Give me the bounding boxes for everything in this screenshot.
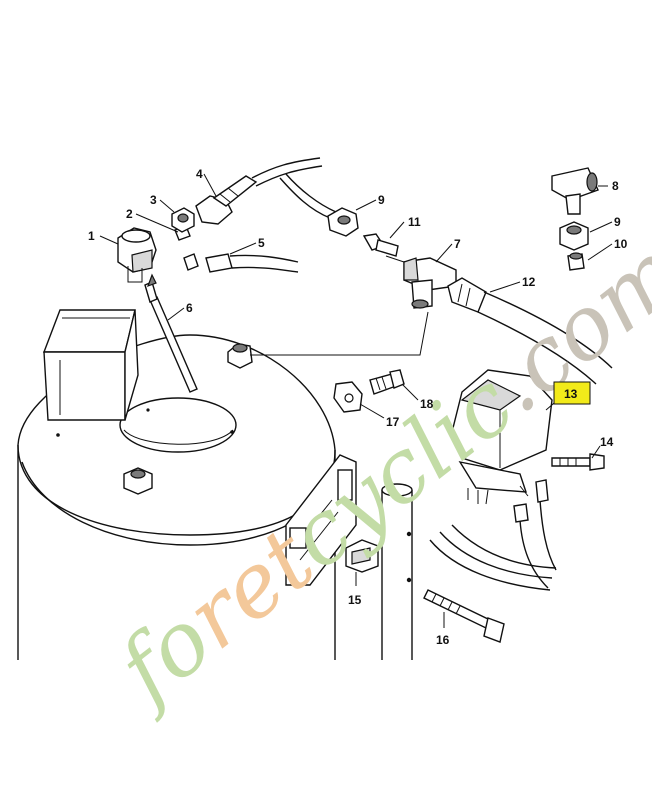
part-13-ignition-unit [429, 369, 557, 591]
tank-nipple-top [227, 343, 253, 369]
callout-label-9: 9 [378, 193, 385, 207]
svg-text:foretcyclic.com: foretcyclic.com [95, 220, 652, 725]
callout-label-9-right: 9 [614, 215, 621, 229]
callout-label-2: 2 [126, 207, 133, 221]
callout-label-18: 18 [420, 397, 434, 411]
part-5-fitting [183, 253, 299, 273]
watermark: foretcyclic.com [95, 220, 652, 725]
callout-label-6: 6 [186, 301, 193, 315]
part-7-tee [403, 257, 457, 309]
part-18-screw [369, 369, 405, 395]
part-9-nut-right [559, 221, 589, 251]
part-15-clip [345, 539, 379, 573]
callout-label-15: 15 [348, 593, 362, 607]
part-4-union [195, 175, 258, 225]
callout-label-8: 8 [612, 179, 619, 193]
callout-label-10: 10 [614, 237, 628, 251]
callout-label-7: 7 [454, 237, 461, 251]
part-16-bolt [423, 589, 505, 643]
callout-label-5: 5 [258, 236, 265, 250]
tank-nut-bottom [123, 467, 153, 495]
callout-label-1: 1 [88, 229, 95, 243]
callout-label-16: 16 [436, 633, 450, 647]
side-bracket [285, 454, 357, 586]
part-9-nut-chain [327, 207, 359, 237]
part-8-tee [551, 167, 599, 215]
routing-lines [250, 255, 429, 356]
pipe-top-left [251, 157, 323, 187]
callout-label-11: 11 [408, 215, 421, 229]
callout-label-3: 3 [150, 193, 157, 207]
callout-13-highlight [553, 381, 591, 405]
callout-labels: 1 2 3 4 5 6 7 8 9 9 10 11 12 13 14 15 16… [88, 167, 628, 647]
callout-label-13: 13 [564, 387, 578, 401]
callout-label-4: 4 [196, 167, 203, 181]
part-1-valve-head [117, 227, 157, 283]
pipe-left-curve [279, 173, 337, 219]
callout-label-14: 14 [600, 435, 614, 449]
part-14-screw [551, 453, 605, 471]
part-12-hose [447, 277, 613, 385]
top-housing [42, 309, 139, 421]
part-10-olive-right [567, 252, 585, 271]
part-3-nut [171, 207, 195, 233]
callout-label-17: 17 [386, 415, 400, 429]
leader-lines [99, 173, 613, 628]
callout-label-12: 12 [522, 275, 536, 289]
vertical-tube [381, 483, 413, 660]
part-17-clip [333, 381, 363, 413]
pipe-6 [144, 273, 198, 393]
part-11-olive-chain [362, 233, 399, 257]
